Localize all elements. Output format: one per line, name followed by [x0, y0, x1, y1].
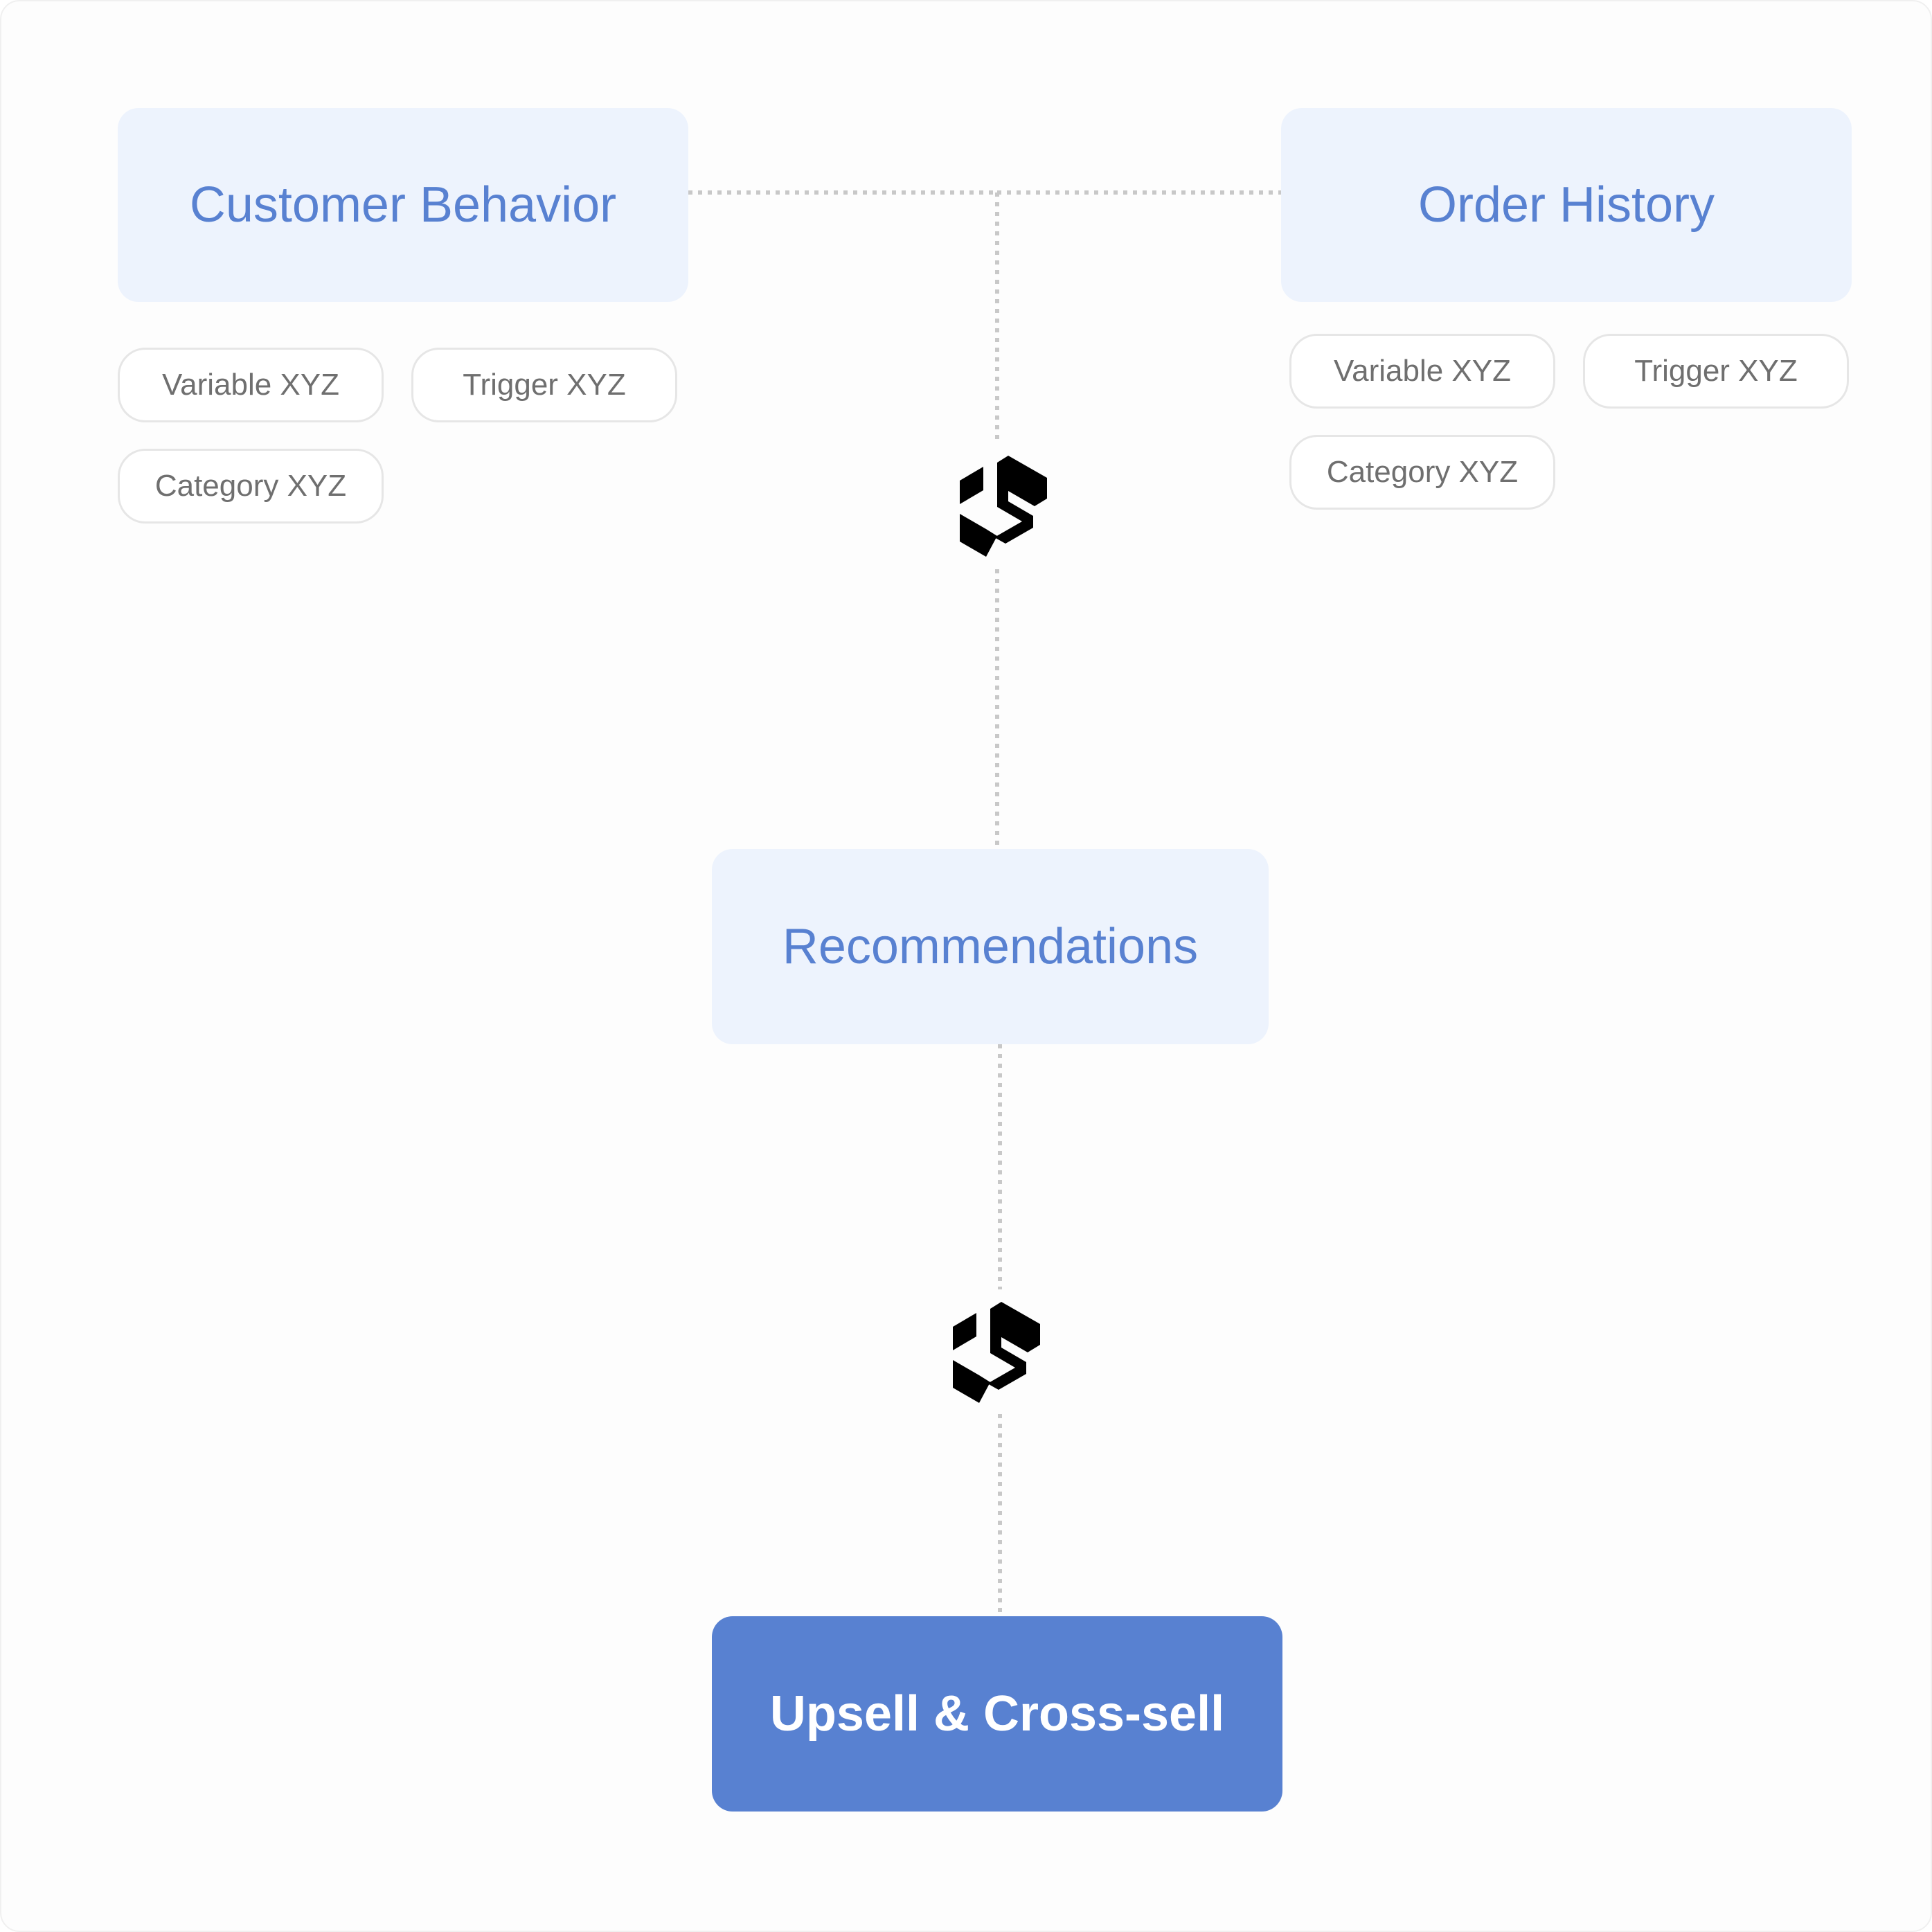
customer-behavior-node[interactable]: Customer Behavior	[118, 108, 688, 302]
right-chip-variable[interactable]: Variable XYZ	[1289, 334, 1555, 409]
upsell-cross-sell-label: Upsell & Cross-sell	[769, 1686, 1225, 1742]
recommendations-node[interactable]: Recommendations	[712, 849, 1269, 1044]
right-chip-category[interactable]: Category XYZ	[1289, 435, 1555, 510]
order-history-node[interactable]: Order History	[1281, 108, 1852, 302]
left-chip-trigger[interactable]: Trigger XYZ	[411, 348, 677, 422]
upsell-cross-sell-node[interactable]: Upsell & Cross-sell	[712, 1616, 1282, 1812]
order-history-label: Order History	[1417, 177, 1715, 233]
left-chip-category[interactable]: Category XYZ	[118, 449, 384, 524]
brand-logo-icon	[960, 456, 1047, 557]
brand-logo-icon	[953, 1302, 1040, 1403]
customer-behavior-label: Customer Behavior	[189, 177, 617, 233]
left-chip-variable[interactable]: Variable XYZ	[118, 348, 384, 422]
right-chip-trigger[interactable]: Trigger XYZ	[1583, 334, 1849, 409]
recommendations-label: Recommendations	[782, 919, 1199, 974]
